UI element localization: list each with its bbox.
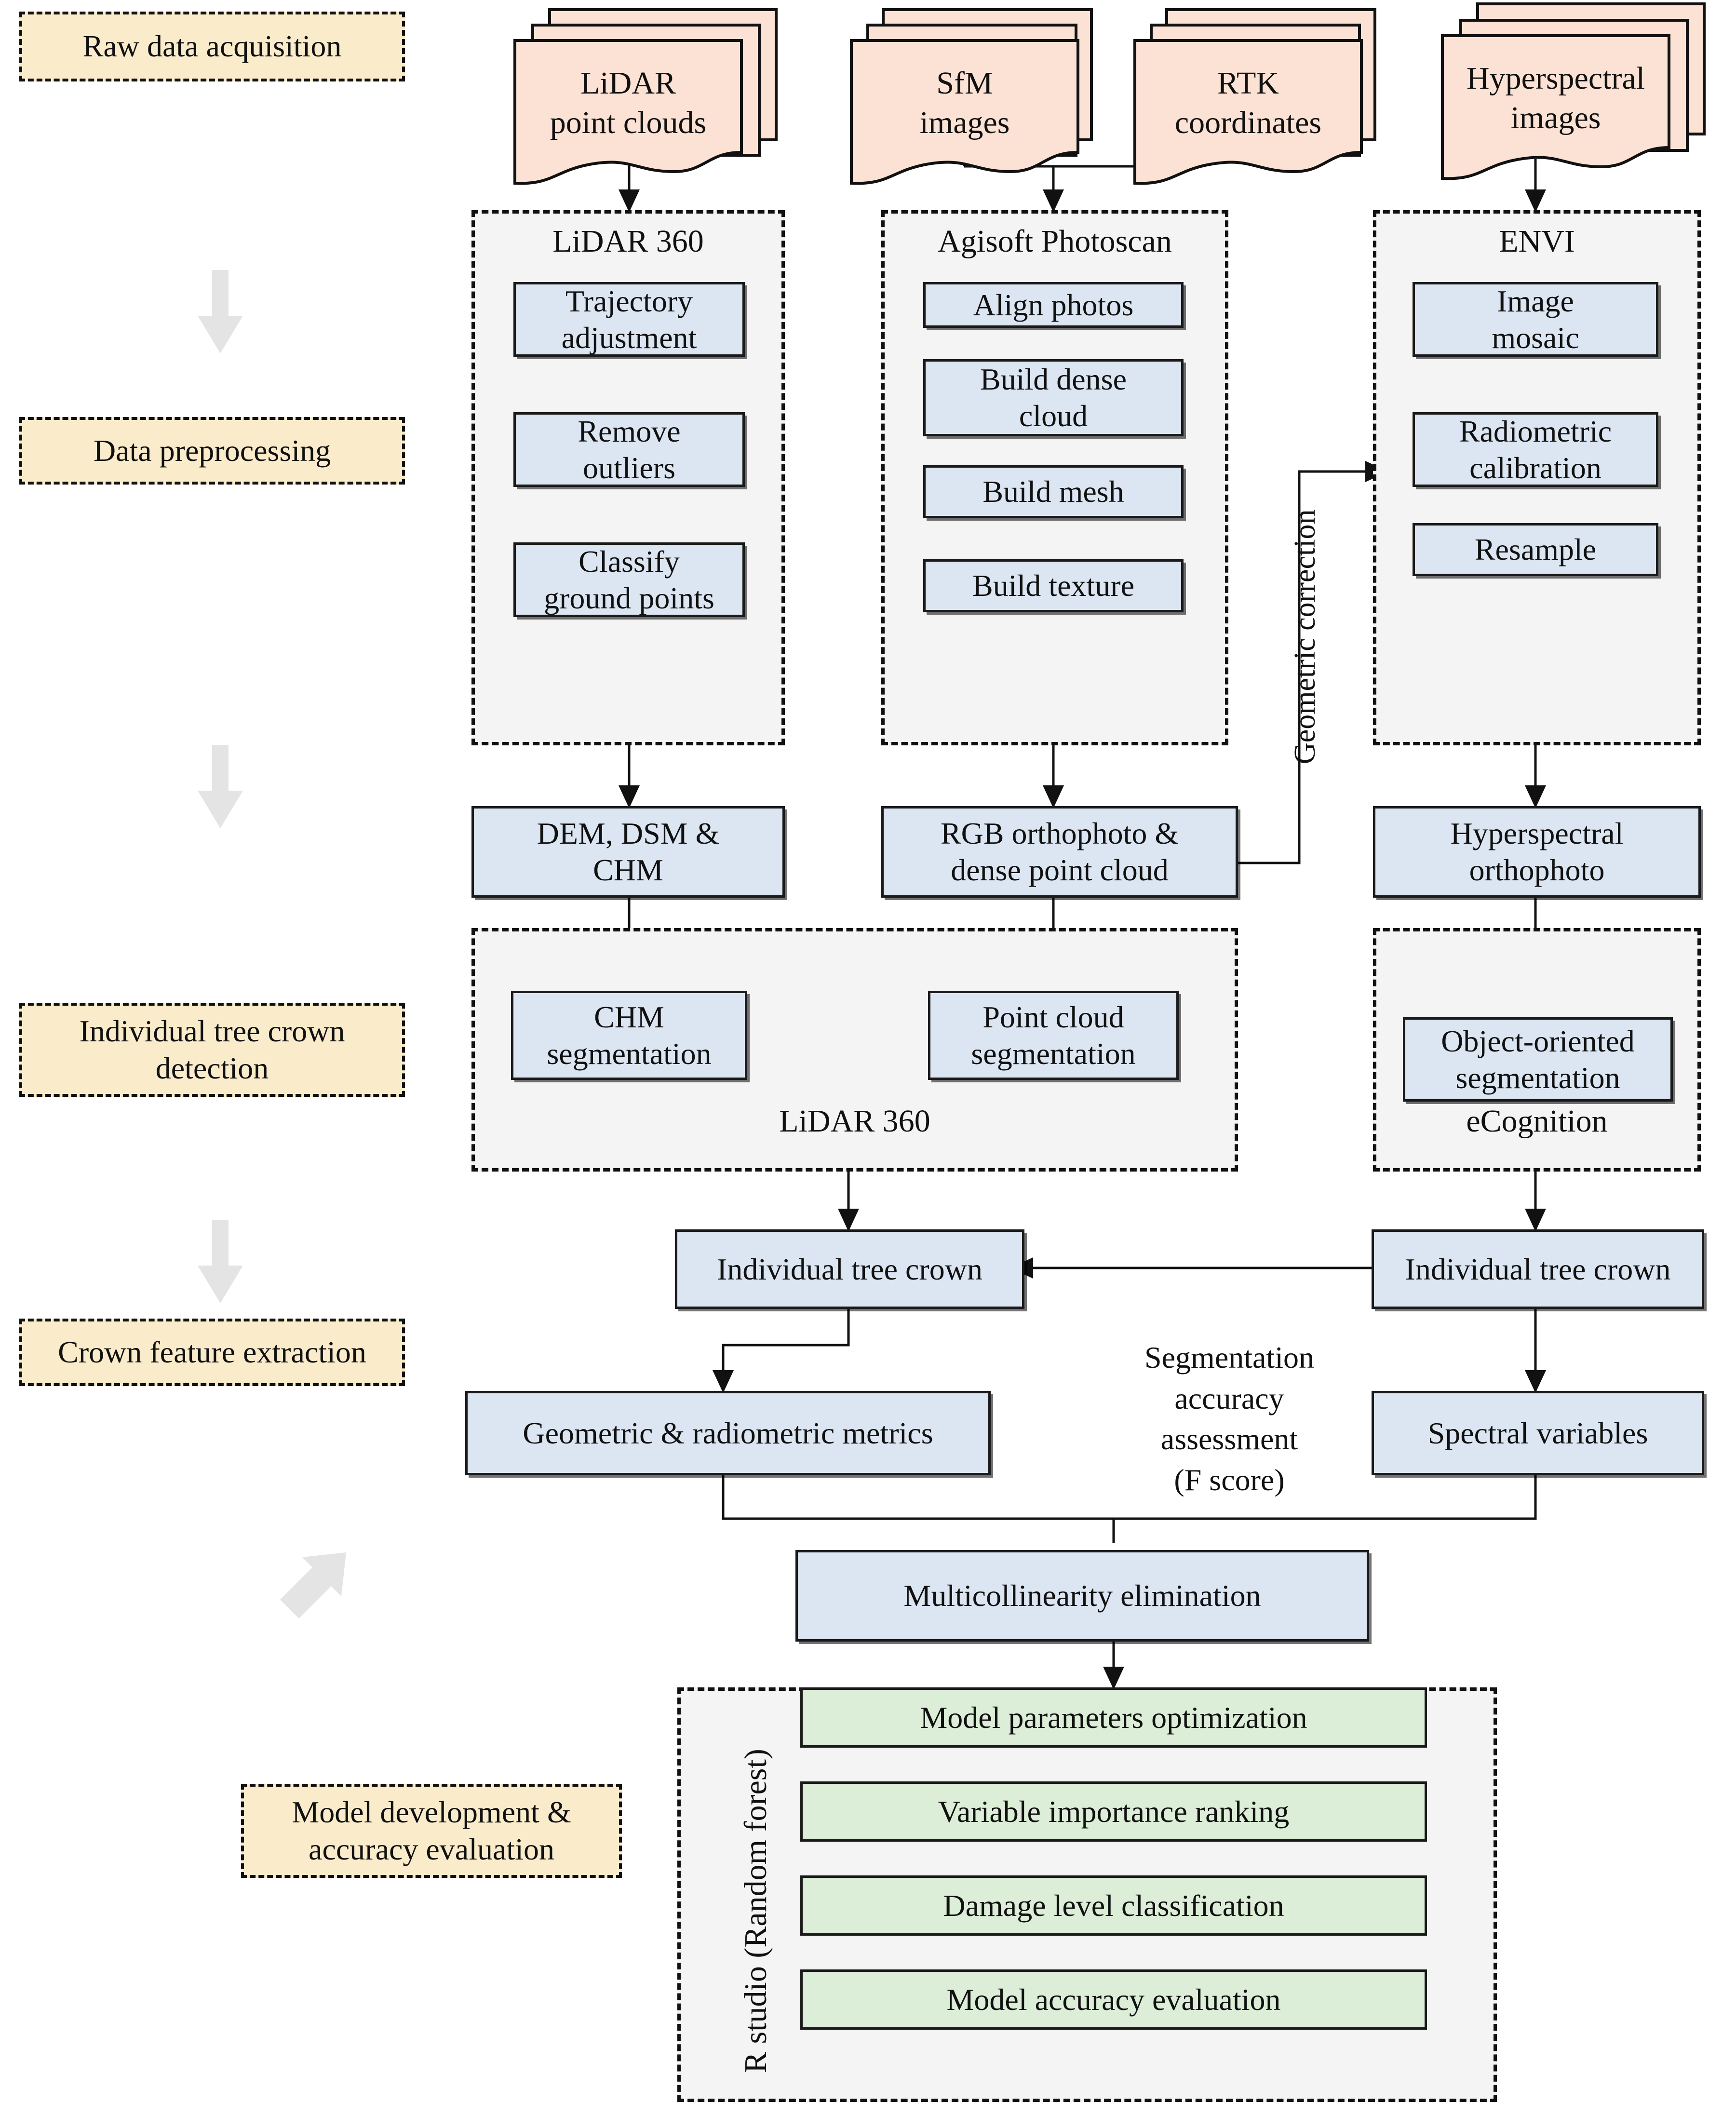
group-title-agisoft-photoscan: Agisoft Photoscan (881, 224, 1228, 259)
process-label: Object-oriented segmentation (1441, 1024, 1635, 1095)
process-trajectory-adjustment[interactable]: Trajectory adjustment (513, 282, 745, 357)
process-label: Build dense cloud (980, 362, 1127, 433)
product-hyperspectral-orthophoto[interactable]: Hyperspectral orthophoto (1373, 806, 1701, 898)
stage-label-text: Individual tree crown detection (79, 1013, 345, 1085)
node-label: Geometric & radiometric metrics (523, 1415, 933, 1450)
stage-label-raw-data-acquisition: Raw data acquisition (19, 12, 405, 81)
process-label: Trajectory adjustment (561, 283, 697, 355)
stage-label-model-development-accuracy-evaluation: Model development & accuracy evaluation (241, 1784, 622, 1878)
stage-label-text: Crown feature extraction (58, 1334, 366, 1369)
node-label: Multicollinearity elimination (903, 1578, 1261, 1613)
stage-arrow-icon (198, 745, 243, 828)
process-damage-level-classification[interactable]: Damage level classification (800, 1875, 1427, 1936)
process-label: Resample (1474, 532, 1597, 567)
node-label: Individual tree crown (1405, 1252, 1671, 1286)
node-multicollinearity-elimination[interactable]: Multicollinearity elimination (795, 1550, 1369, 1642)
process-remove-outliers[interactable]: Remove outliers (513, 412, 745, 487)
product-dem-dsm-chm[interactable]: DEM, DSM & CHM (471, 806, 785, 898)
stage-label-text: Data preprocessing (93, 433, 331, 468)
stage-arrow-icon (280, 1552, 346, 1618)
group-title-text: LiDAR 360 (552, 224, 704, 259)
stage-arrow-icon (198, 270, 243, 353)
group-title-text: LiDAR 360 (779, 1104, 930, 1139)
process-label: Align photos (973, 287, 1134, 322)
process-align-photos[interactable]: Align photos (923, 282, 1184, 328)
process-label: Model parameters optimization (920, 1700, 1307, 1735)
group-title-lidar-360: LiDAR 360 (471, 224, 785, 259)
process-build-dense-cloud[interactable]: Build dense cloud (923, 359, 1184, 436)
process-radiometric-calibration[interactable]: Radiometric calibration (1413, 412, 1658, 487)
node-label: Individual tree crown (717, 1252, 982, 1286)
process-model-parameters-optimization[interactable]: Model parameters optimization (800, 1687, 1427, 1748)
stage-arrow-icon (198, 1220, 243, 1303)
node-individual-tree-crown-left[interactable]: Individual tree crown (675, 1229, 1024, 1309)
stage-label-text: Model development & accuracy evaluation (292, 1794, 571, 1866)
process-label: Damage level classification (943, 1888, 1284, 1923)
process-label: Point cloud segmentation (971, 999, 1136, 1071)
group-title-text: ENVI (1499, 224, 1575, 259)
process-label: Model accuracy evaluation (946, 1982, 1281, 2017)
document-stack-lidar (515, 8, 778, 183)
document-stack-rtk (1135, 8, 1376, 183)
process-chm-segmentation[interactable]: CHM segmentation (511, 991, 747, 1080)
process-point-cloud-segmentation[interactable]: Point cloud segmentation (928, 991, 1179, 1080)
group-title-r-studio-random-forest: R studio (Random forest) (738, 1749, 774, 2073)
product-label: DEM, DSM & CHM (537, 816, 720, 887)
process-label: Build texture (972, 568, 1134, 603)
product-label: Hyperspectral orthophoto (1450, 816, 1624, 887)
stage-label-data-preprocessing: Data preprocessing (19, 417, 405, 485)
process-label: Build mesh (982, 474, 1124, 509)
process-classify-ground-points[interactable]: Classify ground points (513, 542, 745, 617)
stage-label-text: Raw data acquisition (82, 29, 342, 64)
process-label: Remove outliers (578, 414, 681, 485)
edge-label-text: Geometric correction (1289, 509, 1321, 764)
process-build-texture[interactable]: Build texture (923, 559, 1184, 612)
stage-label-individual-tree-crown-detection: Individual tree crown detection (19, 1003, 405, 1097)
document-stack-sfm (851, 8, 1093, 183)
group-title-text: eCognition (1466, 1104, 1608, 1139)
group-title-ecognition: eCognition (1373, 1104, 1701, 1139)
process-build-mesh[interactable]: Build mesh (923, 465, 1184, 518)
process-resample[interactable]: Resample (1413, 523, 1658, 576)
edge-label-geometric-correction: Geometric correction (1288, 510, 1322, 764)
process-label: Variable importance ranking (938, 1794, 1290, 1829)
node-geometric-radiometric-metrics[interactable]: Geometric & radiometric metrics (465, 1391, 991, 1475)
node-spectral-variables[interactable]: Spectral variables (1372, 1391, 1704, 1475)
edge-label-text: Segmentation accuracy assessment (F scor… (1144, 1340, 1314, 1497)
group-title-lidar-360-segmentation: LiDAR 360 (471, 1104, 1238, 1139)
group-title-text: R studio (Random forest) (738, 1749, 773, 2073)
stage-label-crown-feature-extraction: Crown feature extraction (19, 1319, 405, 1386)
document-stack-hyperspectral (1442, 2, 1706, 178)
process-model-accuracy-evaluation[interactable]: Model accuracy evaluation (800, 1969, 1427, 2030)
node-label: Spectral variables (1427, 1415, 1648, 1450)
product-rgb-orthophoto-dense-point-cloud[interactable]: RGB orthophoto & dense point cloud (881, 806, 1238, 898)
process-object-oriented-segmentation[interactable]: Object-oriented segmentation (1403, 1017, 1673, 1102)
process-variable-importance-ranking[interactable]: Variable importance ranking (800, 1781, 1427, 1842)
edge-label-segmentation-accuracy-assessment: Segmentation accuracy assessment (F scor… (1075, 1297, 1384, 1500)
group-title-text: Agisoft Photoscan (938, 224, 1172, 259)
process-label: CHM segmentation (547, 999, 712, 1071)
process-label: Image mosaic (1492, 283, 1579, 355)
process-label: Classify ground points (544, 544, 714, 615)
product-label: RGB orthophoto & dense point cloud (940, 816, 1179, 887)
node-individual-tree-crown-right[interactable]: Individual tree crown (1372, 1229, 1704, 1309)
process-image-mosaic[interactable]: Image mosaic (1413, 282, 1658, 357)
group-title-envi: ENVI (1373, 224, 1701, 259)
process-label: Radiometric calibration (1459, 414, 1612, 485)
